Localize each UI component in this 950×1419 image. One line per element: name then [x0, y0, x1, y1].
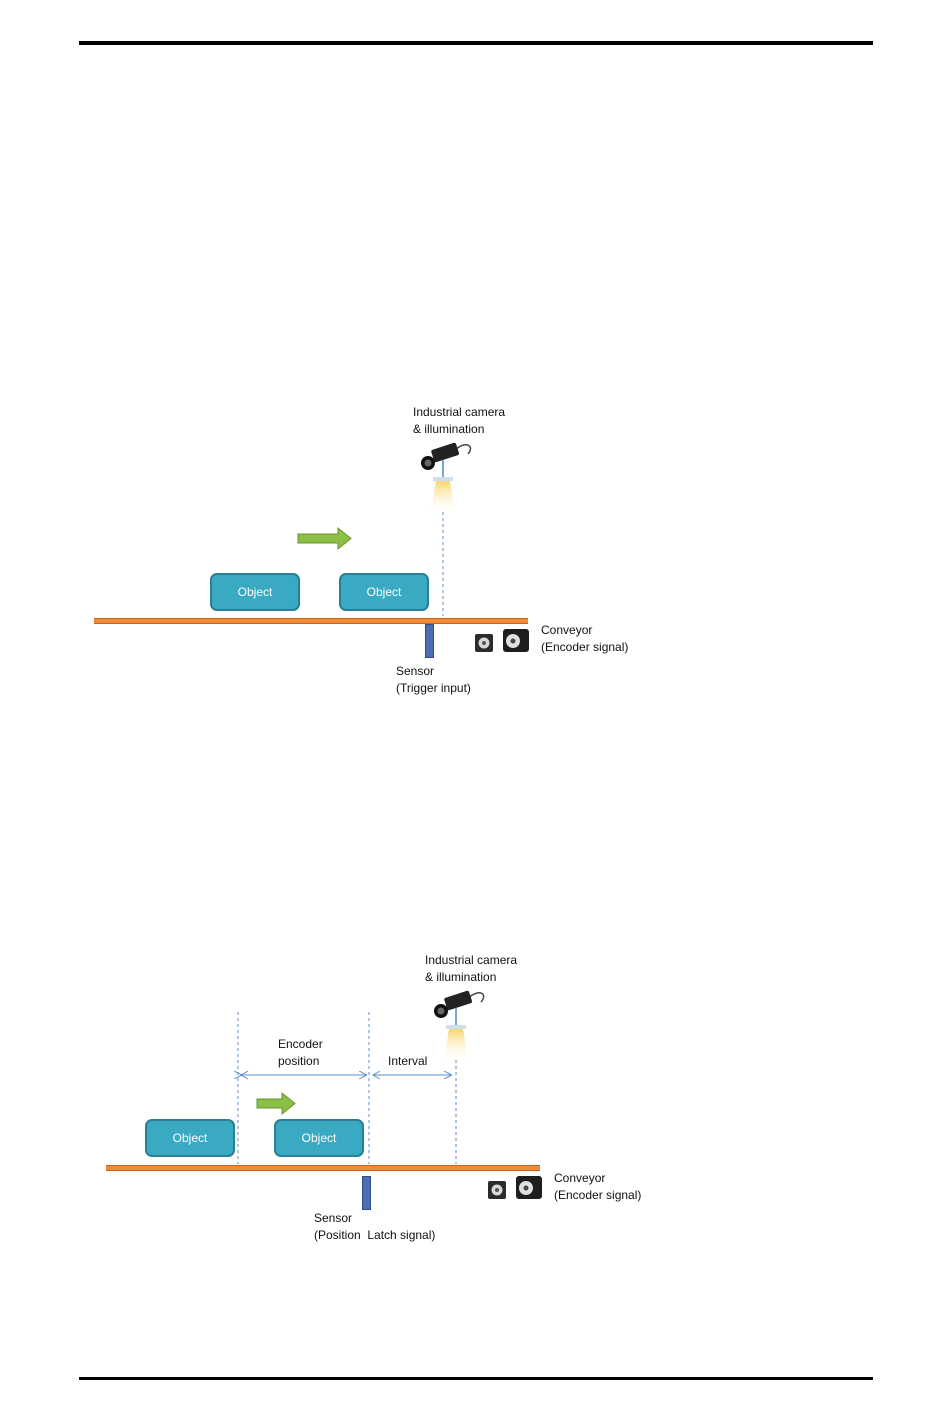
- illumination-cone-icon: [444, 1029, 468, 1060]
- object-box: Object: [274, 1119, 364, 1157]
- industrial-camera-icon: [434, 990, 484, 1029]
- object-box: Object: [145, 1119, 235, 1157]
- conveyor-belt: [106, 1165, 540, 1171]
- green-arrow-icon: [257, 1093, 295, 1114]
- sensor-bar: [362, 1176, 371, 1210]
- conveyor-label: Conveyor (Encoder signal): [554, 1170, 641, 1204]
- diagram2-graphics: [0, 0, 950, 1260]
- footer-rule: [79, 1377, 873, 1380]
- motor-icon: [488, 1176, 542, 1199]
- encoder-position-label: Encoder position: [278, 1036, 323, 1070]
- diagram-position-latch: Industrial camera & illumination Encoder…: [0, 0, 950, 1260]
- camera-label: Industrial camera & illumination: [425, 952, 517, 986]
- sensor-label: Sensor (Position Latch signal): [314, 1210, 435, 1244]
- interval-label: Interval: [388, 1053, 427, 1070]
